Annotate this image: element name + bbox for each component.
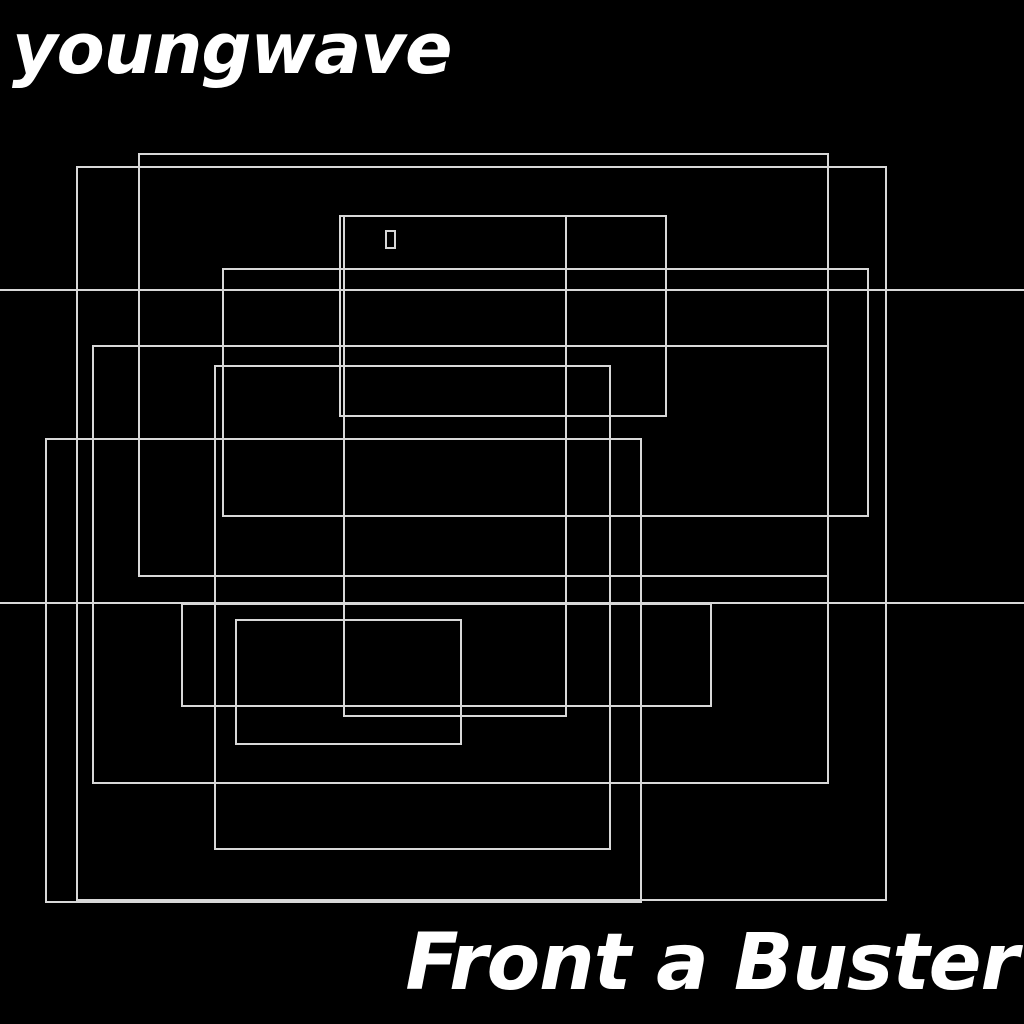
album-title: Front a Buster xyxy=(405,918,1019,1008)
frame-rect xyxy=(214,365,611,850)
small-frame-rect xyxy=(385,230,396,249)
frame-rect xyxy=(222,268,869,517)
frame-rect xyxy=(76,166,887,901)
frame-rect xyxy=(343,215,567,717)
frame-rect xyxy=(92,345,829,784)
frame-rect xyxy=(235,619,462,745)
frame-rect xyxy=(181,603,712,707)
frame-rect xyxy=(45,438,642,903)
artist-name: youngwave xyxy=(12,8,453,90)
frame-rect xyxy=(339,215,667,417)
